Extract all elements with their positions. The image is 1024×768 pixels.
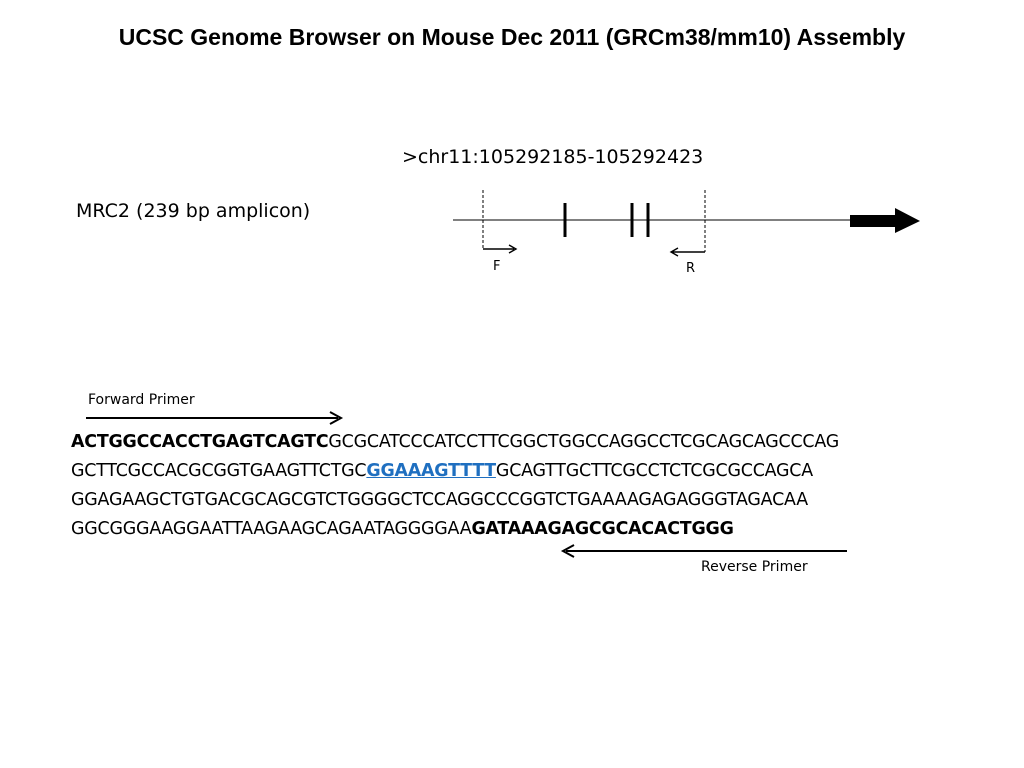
sequence-segment: GGAGAAGCTGTGACGCAGCGTCTGGGGCTCCAGGCCCGGT… [71, 490, 808, 510]
amplicon-sequence: ACTGGCCACCTGAGTCAGTCGCGCATCCCATCCTTCGGCT… [71, 428, 971, 544]
reverse-primer-label: Reverse Primer [701, 559, 808, 575]
forward-primer-arrow [483, 244, 518, 254]
reverse-primer-span-arrow [560, 544, 847, 558]
highlighted-sequence-motif: GGAAAGTTTT [366, 461, 496, 481]
forward-primer-label: Forward Primer [88, 392, 195, 408]
forward-primer-sequence: ACTGGCCACCTGAGTCAGTC [71, 432, 329, 452]
gene-direction-arrow [850, 208, 920, 233]
gene-amplicon-label: MRC2 (239 bp amplicon) [76, 200, 311, 222]
sequence-segment: GGCGGGAAGGAATTAAGAAGCAGAATAGGGGAA [71, 519, 472, 539]
forward-primer-span-arrow [86, 411, 344, 425]
reverse-primer-sequence: GATAAAGAGCGCACACTGGG [471, 519, 734, 539]
sequence-segment: GCTTCGCCACGCGGTGAAGTTCTGC [71, 461, 367, 481]
reverse-primer-marker: R [686, 261, 696, 276]
sequence-line: ACTGGCCACCTGAGTCAGTCGCGCATCCCATCCTTCGGCT… [71, 428, 971, 457]
sequence-line: GCTTCGCCACGCGGTGAAGTTCTGCGGAAAGTTTTGCAGT… [71, 457, 971, 486]
sequence-segment: GCAGTTGCTTCGCCTCTCGCGCCAGCA [495, 461, 813, 481]
genomic-region-label: >chr11:105292185-105292423 [402, 146, 704, 168]
reverse-primer-arrow [669, 247, 705, 257]
sequence-line: GGAGAAGCTGTGACGCAGCGTCTGGGGCTCCAGGCCCGGT… [71, 486, 971, 515]
page-title: UCSC Genome Browser on Mouse Dec 2011 (G… [118, 24, 906, 50]
sequence-segment: GCGCATCCCATCCTTCGGCTGGCCAGGCCTCGCAGCAGCC… [328, 432, 840, 452]
sequence-line: GGCGGGAAGGAATTAAGAAGCAGAATAGGGGAAGATAAAG… [71, 515, 971, 544]
forward-primer-marker: F [493, 259, 501, 274]
